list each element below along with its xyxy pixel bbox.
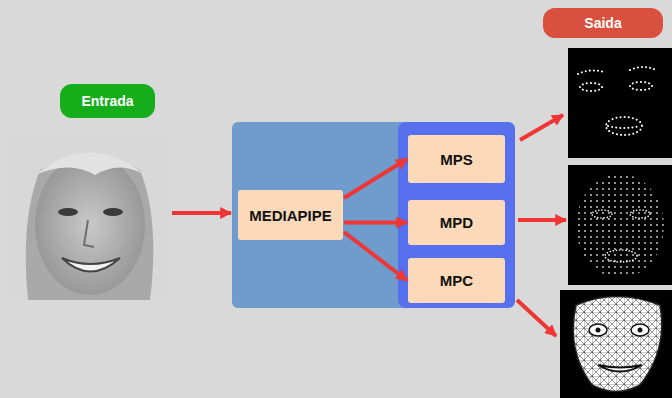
mediapipe-panel <box>232 122 515 308</box>
sparse-landmarks-image <box>568 48 672 158</box>
face-mesh-image <box>560 290 672 398</box>
input-badge: Entrada <box>60 84 155 118</box>
node-label: MEDIAPIPE <box>249 207 332 224</box>
node-label: Saida <box>584 15 621 31</box>
input-arrow <box>172 211 231 215</box>
output-arrow <box>517 300 556 336</box>
model-panel <box>398 122 515 308</box>
dense-landmarks-image <box>568 165 672 285</box>
model-box: MPC <box>408 258 505 303</box>
flow-arrow <box>344 159 407 198</box>
flow-arrow <box>344 232 407 281</box>
output-arrow <box>520 115 563 140</box>
model-box: MPD <box>408 200 505 245</box>
model-box: MPS <box>408 135 505 183</box>
node-label: MPS <box>440 151 473 168</box>
input-face-photo <box>8 135 170 300</box>
process-box: MEDIAPIPE <box>238 190 343 240</box>
flow-arrow <box>344 221 407 225</box>
node-label: Entrada <box>81 93 133 109</box>
output-arrow <box>518 218 566 222</box>
output-badge: Saida <box>543 8 663 38</box>
node-label: MPD <box>440 214 473 231</box>
node-label: MPC <box>440 272 473 289</box>
